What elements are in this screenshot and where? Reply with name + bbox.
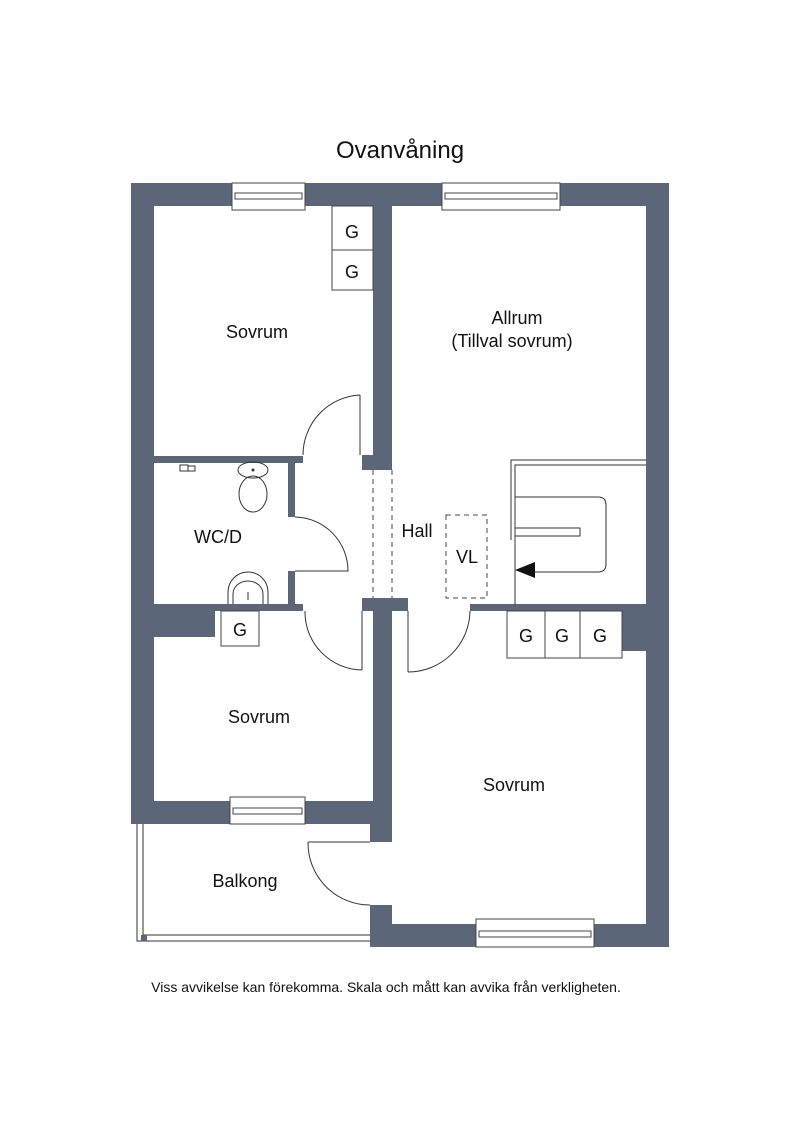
stair-arrow-icon (515, 562, 535, 578)
tap-icon (179, 464, 196, 472)
room-label-wc: WC/D (194, 527, 242, 547)
door (304, 610, 363, 671)
closet-label: G (345, 222, 359, 242)
room-label-allrum-sub: (Tillval sovrum) (451, 331, 572, 351)
walls (131, 183, 669, 947)
closet (579, 610, 623, 659)
plan-title: Ovanvåning (336, 137, 464, 164)
door (407, 610, 471, 673)
balcony-post (141, 935, 147, 941)
doors (294, 394, 471, 906)
bathroom-fixtures (179, 461, 269, 604)
disclaimer-footer: Viss avvikelse kan förekomma. Skala och … (151, 979, 621, 995)
closet-label: G (345, 262, 359, 282)
room-label-sovrum: Sovrum (226, 322, 288, 342)
closet-label: G (593, 626, 607, 646)
door (294, 516, 349, 572)
hall-openings (372, 470, 488, 599)
toilet-icon (237, 461, 269, 513)
window (441, 182, 561, 211)
room-label-balkong: Balkong (212, 871, 277, 891)
room-labels: Sovrum Allrum (Tillval sovrum) WC/D Hall… (194, 308, 573, 891)
closet (506, 610, 546, 659)
closet (331, 249, 374, 291)
door (302, 394, 361, 456)
closets: G G G G G G (220, 205, 623, 659)
room-label-hall: Hall (401, 521, 432, 541)
room-label-sovrum: Sovrum (228, 707, 290, 727)
window (229, 796, 306, 825)
windows (229, 182, 595, 948)
closet (220, 610, 260, 647)
closet-label: G (519, 626, 533, 646)
sink-icon (227, 571, 269, 604)
closet-label: G (555, 626, 569, 646)
balcony (136, 824, 370, 942)
room-label-allrum: Allrum (491, 308, 542, 328)
door (307, 841, 371, 906)
room-label-sovrum: Sovrum (483, 775, 545, 795)
room-label-vl: VL (456, 547, 478, 567)
vl-area (445, 514, 488, 599)
window (475, 918, 595, 948)
staircase (510, 459, 646, 605)
window (231, 182, 306, 211)
closet-label: G (233, 620, 247, 640)
